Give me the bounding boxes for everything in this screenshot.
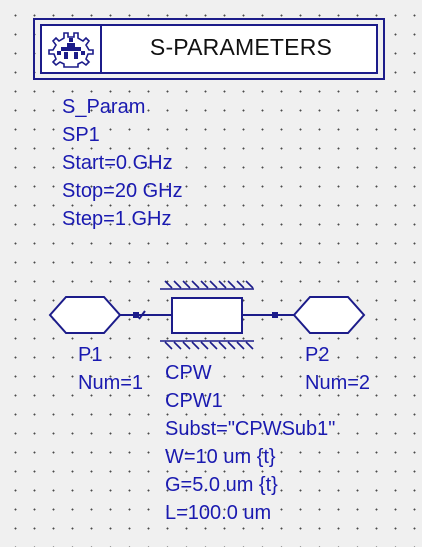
s-parameters-controller[interactable] [33, 18, 385, 80]
pin-mark-p1 [138, 310, 146, 320]
cpw-ground-top [160, 280, 254, 290]
port-p2-labels[interactable]: P2 Num=2 [305, 341, 370, 397]
port-p1-name: P1 [78, 344, 103, 366]
gear-icon [48, 32, 94, 68]
controller-parameters[interactable]: S_Param SP1 Start=0 GHz Stop=20 GHz Step… [62, 93, 183, 233]
port-p2-symbol[interactable] [292, 296, 366, 334]
port-p2-name: P2 [305, 344, 330, 366]
param-step: Step=1 GHz [62, 208, 172, 230]
cpw-instance: CPW1 [165, 390, 223, 412]
controller-title: S-PARAMETERS [149, 34, 333, 60]
cpw-param-w: W=10 um {t} [165, 446, 276, 468]
controller-instance: SP1 [62, 124, 100, 146]
port-p2-num: Num=2 [305, 372, 371, 394]
cpw-labels[interactable]: CPW CPW1 Subst="CPWSub1" W=10 um {t} G=5… [165, 359, 335, 527]
controller-icon-box [42, 26, 102, 72]
cpw-type: CPW [165, 362, 212, 384]
param-start: Start=0 GHz [62, 152, 173, 174]
port-p1-num: Num=1 [78, 372, 144, 394]
cpw-symbol[interactable] [171, 297, 243, 334]
cpw-param-subst: Subst="CPWSub1" [165, 418, 336, 440]
port-p1-labels[interactable]: P1 Num=1 [78, 341, 143, 397]
param-stop: Stop=20 GHz [62, 180, 183, 202]
pin-p1[interactable] [133, 312, 139, 318]
port-p1-symbol[interactable] [48, 296, 122, 334]
cpw-param-l: L=100.0 um [165, 502, 272, 524]
pin-p2[interactable] [272, 312, 278, 318]
cpw-param-g: G=5.0 um {t} [165, 474, 278, 496]
cpw-ground-bottom [160, 340, 254, 350]
controller-name: S_Param [62, 96, 146, 118]
